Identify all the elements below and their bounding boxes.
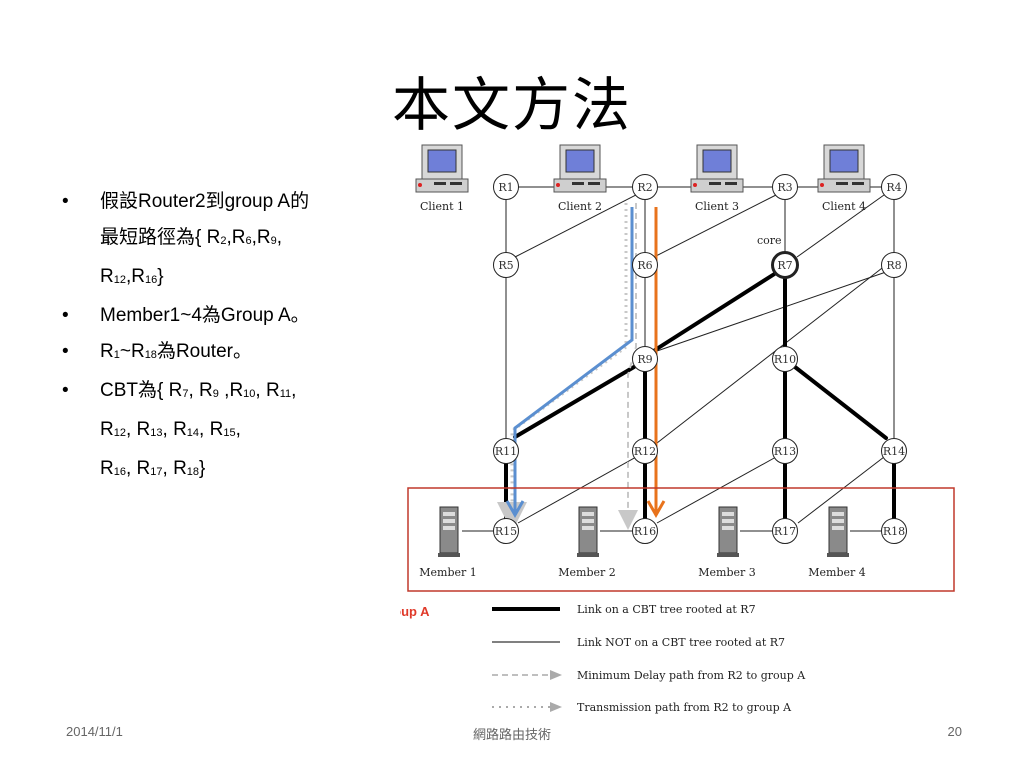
router-r4: R4 (881, 174, 907, 200)
thin-links (505, 186, 895, 524)
member-label: Member 3 (698, 566, 756, 579)
cbt-tree-links (504, 271, 896, 521)
router-label: R5 (498, 259, 513, 272)
router-label: R4 (886, 181, 901, 194)
group-a-label: Group A (400, 604, 430, 619)
bullet-line: R16, R17, R18} (100, 458, 206, 479)
router-label: R14 (883, 445, 905, 458)
router-r6: R6 (632, 252, 658, 278)
member-server: Member 4 (808, 506, 866, 579)
computer-icon (415, 144, 469, 193)
member-server: Member 3 (698, 506, 756, 579)
client-computer: Client 3 (690, 144, 744, 213)
bullet-line: Member1~4為Group A。 (100, 305, 310, 326)
blue-arrow (505, 207, 634, 519)
bullet-line: 假設Router2到group A的 (100, 191, 310, 212)
router-r7: R7 (771, 251, 799, 279)
legend-item-transmission: Transmission path from R2 to group A (577, 701, 792, 714)
computer-icon (553, 144, 607, 193)
client-label: Client 2 (558, 200, 602, 213)
member-label: Member 2 (558, 566, 616, 579)
router-r11: R11 (493, 438, 519, 464)
min-delay-path (618, 203, 638, 530)
footer-date: 2014/11/1 (66, 724, 123, 739)
router-label: R3 (777, 181, 792, 194)
bullet-line: CBT為{ R7, R9 ,R10, R11, (100, 380, 297, 401)
legend-item-cbt: Link on a CBT tree rooted at R7 (577, 603, 756, 616)
router-label: R6 (637, 259, 652, 272)
bullet-line: R1~R18為Router。 (100, 341, 252, 362)
core-label: core (757, 234, 782, 247)
router-r1: R1 (493, 174, 519, 200)
router-r5: R5 (493, 252, 519, 278)
router-label: R1 (498, 181, 513, 194)
member-server: Member 2 (558, 506, 616, 579)
router-label: R2 (637, 181, 652, 194)
server-icon (827, 506, 849, 557)
member-label: Member 4 (808, 566, 866, 579)
router-r12: R12 (632, 438, 658, 464)
legend-item-not-cbt: Link NOT on a CBT tree rooted at R7 (577, 636, 785, 649)
router-r10: R10 (772, 346, 798, 372)
router-r17: R17 (772, 518, 798, 544)
legend: Link on a CBT tree rooted at R7 Link NOT… (492, 603, 806, 714)
bullet-line: R12,R16} (100, 266, 164, 287)
bullet-dot: • (62, 380, 69, 401)
footer-course: 網路路由技術 (472, 727, 551, 742)
router-label: R7 (777, 259, 792, 272)
server-icon (438, 506, 460, 557)
bullet-list: • 假設Router2到group A的最短路徑為{ R2,R6,R9, R12,R… (62, 184, 382, 490)
legend-item-min-delay: Minimum Delay path from R2 to group A (577, 669, 806, 682)
client-computer: Client 2 (553, 144, 607, 213)
router-label: R16 (634, 525, 656, 538)
bullet-dot: • (62, 191, 69, 212)
bullet-item: • CBT為{ R7, R9 ,R10, R11, R12, R13, R14, R… (62, 373, 382, 490)
router-r18: R18 (881, 518, 907, 544)
client-computer: Client 4 (817, 144, 871, 213)
router-label: R9 (637, 353, 652, 366)
router-r9: R9 (632, 346, 658, 372)
router-r16: R16 (632, 518, 658, 544)
router-r13: R13 (772, 438, 798, 464)
router-r14: R14 (881, 438, 907, 464)
client-label: Client 4 (822, 200, 866, 213)
router-label: R15 (495, 525, 517, 538)
router-r3: R3 (772, 174, 798, 200)
server-icon (717, 506, 739, 557)
client-computer: Client 1 (415, 144, 469, 213)
bullet-item: • Member1~4為Group A。 (62, 298, 382, 334)
router-label: R8 (886, 259, 901, 272)
bullet-line: R12, R13, R14, R15, (100, 419, 241, 440)
bullet-line: 最短路徑為{ R2,R6,R9, (100, 227, 283, 248)
router-label: R17 (774, 525, 796, 538)
bullet-item: • R1~R18為Router。 (62, 334, 382, 373)
bullet-dot: • (62, 305, 69, 326)
group-a-box (407, 487, 955, 592)
footer-page-number: 20 (947, 724, 962, 739)
router-r2: R2 (632, 174, 658, 200)
client-label: Client 3 (695, 200, 739, 213)
slide-title: 本文方法 (391, 71, 632, 139)
bullet-dot: • (62, 341, 69, 362)
router-r8: R8 (881, 252, 907, 278)
router-label: R12 (634, 445, 656, 458)
router-label: R10 (774, 353, 796, 366)
transmission-path (497, 203, 628, 532)
computer-icon (690, 144, 744, 193)
router-label: R13 (774, 445, 796, 458)
router-label: R11 (495, 445, 517, 458)
member-server: Member 1 (419, 506, 477, 579)
client-label: Client 1 (420, 200, 464, 213)
client-computers: Client 1 Client 2 Client 3 Client 4 (415, 144, 871, 213)
member-servers: Member 1 Member 2 Member 3 Member 4 (419, 506, 866, 579)
router-label: R18 (883, 525, 905, 538)
server-icon (577, 506, 599, 557)
bullet-item: • 假設Router2到group A的最短路徑為{ R2,R6,R9, R12,R… (62, 184, 382, 298)
router-r15: R15 (493, 518, 519, 544)
member-label: Member 1 (419, 566, 477, 579)
computer-icon (817, 144, 871, 193)
